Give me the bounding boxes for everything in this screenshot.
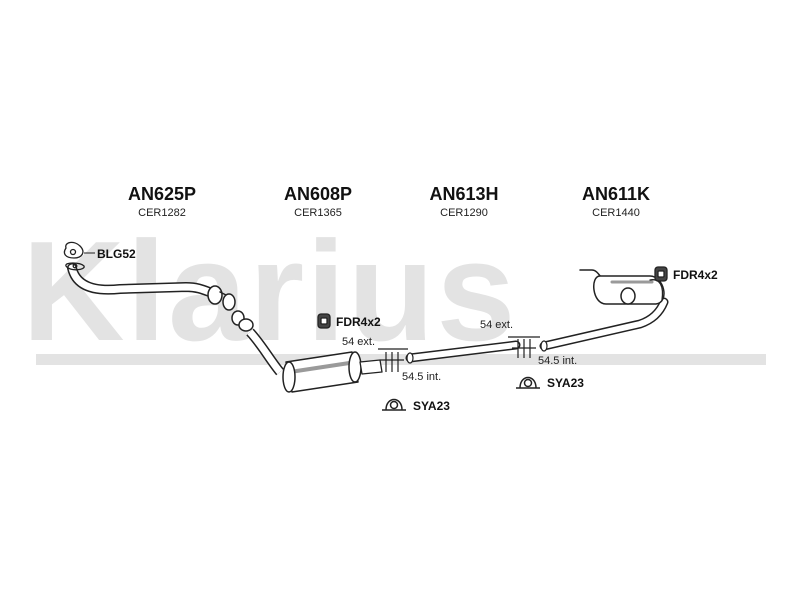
centre-pipe (405, 340, 521, 364)
hanger-icon (317, 313, 331, 329)
catalyst-section (231, 310, 383, 393)
rear-silencer (539, 269, 669, 352)
part-labels: AN625P CER1282 AN608P CER1365 AN613H CER… (128, 184, 650, 219)
part-ref-3: CER1290 (440, 207, 488, 219)
joint-1 (378, 348, 408, 372)
joint-1-int: 54.5 int. (402, 371, 441, 383)
hanger-label-1: FDR4x2 (336, 315, 381, 329)
part-code-3: AN613H (429, 184, 498, 204)
clamp-icon (516, 376, 540, 389)
front-pipe (67, 263, 236, 311)
hanger-icon (654, 266, 668, 282)
joint-2 (508, 336, 540, 358)
joint-2-ext: 54 ext. (480, 319, 513, 331)
part-ref-4: CER1440 (592, 207, 640, 219)
clamp-label-1: SYA23 (413, 399, 450, 413)
clamp-label-2: SYA23 (547, 376, 584, 390)
joint-2-int: 54.5 int. (538, 355, 577, 367)
part-code-1: AN625P (128, 184, 196, 204)
part-ref-2: CER1365 (294, 207, 342, 219)
part-code-2: AN608P (284, 184, 352, 204)
hanger-label-2: FDR4x2 (673, 268, 718, 282)
part-ref-1: CER1282 (138, 207, 186, 219)
joint-1-ext: 54 ext. (342, 336, 375, 348)
gasket-label: BLG52 (97, 247, 136, 261)
clamp-icon (382, 398, 406, 411)
gasket-icon (63, 241, 85, 271)
part-code-4: AN611K (582, 184, 650, 204)
